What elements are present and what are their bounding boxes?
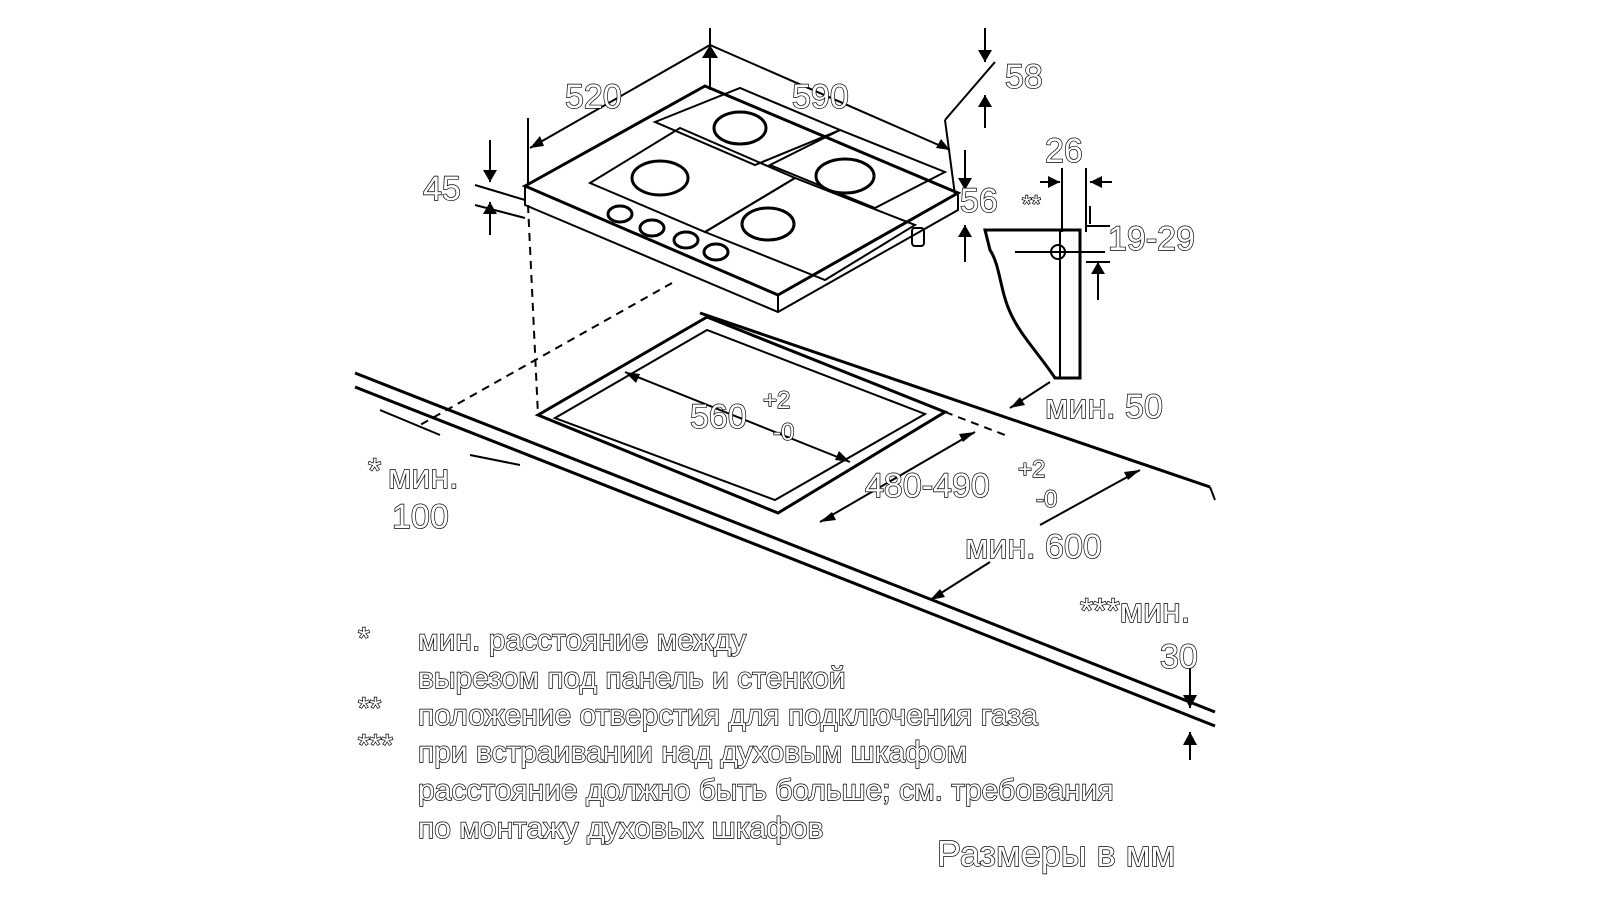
dimension-lines [379, 28, 1191, 760]
dim-top-clearance: 58 [1005, 58, 1043, 96]
note-marker: * [358, 622, 370, 655]
hob-body-edge [524, 186, 959, 314]
note-marker: *** [358, 729, 393, 762]
gas-connector [911, 227, 925, 247]
note-marker: ** [358, 692, 382, 725]
dim-cutout-depth: 480-490 [865, 467, 990, 505]
footnotes: * мин. расстояние между вырезом под пане… [357, 621, 1114, 845]
dim-front-min-value: 30 [1160, 638, 1198, 676]
note-line: расстояние должно быть больше; см. требо… [418, 774, 1114, 807]
dim-height: 45 [423, 170, 461, 208]
units-caption: Размеры в мм [937, 833, 1175, 874]
dim-side-min-value: 100 [392, 498, 449, 536]
note-line: по монтажу духовых шкафов [418, 812, 824, 845]
dim-side-min-label: мин. [388, 458, 459, 496]
dim-width: 590 [792, 78, 849, 116]
dim-cutout-depth-tol-minus: -0 [1036, 486, 1057, 513]
dim-cutout-width-tol-minus: -0 [773, 419, 794, 446]
control-knob-icon [606, 204, 730, 262]
note-line: вырезом под панель и стенкой [418, 662, 846, 695]
dim-depth: 520 [565, 78, 622, 116]
note-line: мин. расстояние между [418, 624, 746, 657]
note-line: при встраивании над духовым шкафом [418, 736, 967, 769]
hob-drawing [521, 84, 962, 314]
dim-cutout-depth-tol-plus: +2 [1018, 456, 1045, 483]
pipe-marker: ** [1022, 191, 1041, 218]
dim-worktop-min: мин. 600 [965, 528, 1102, 566]
arrow-icon [483, 45, 1197, 745]
note-line: положение отверстия для подключения газа [418, 699, 1038, 732]
dim-cutout-width-tol-plus: +2 [763, 387, 790, 414]
dim-back-min: мин. 50 [1045, 388, 1163, 426]
worktop-drawing [354, 204, 1216, 728]
profile-outline [983, 228, 1082, 380]
dim-pipe-height: 19-29 [1108, 220, 1195, 258]
hob-to-cutout-guide [527, 204, 539, 416]
dim-worktop-thickness: 56 [960, 182, 998, 220]
dim-cutout-width: 560 [690, 398, 747, 436]
dim-pipe-offset: 26 [1045, 132, 1083, 170]
side-min-marker: * [368, 452, 381, 490]
gas-burner-icon [630, 110, 876, 242]
dim-front-min-label: ***мин. [1080, 592, 1190, 630]
